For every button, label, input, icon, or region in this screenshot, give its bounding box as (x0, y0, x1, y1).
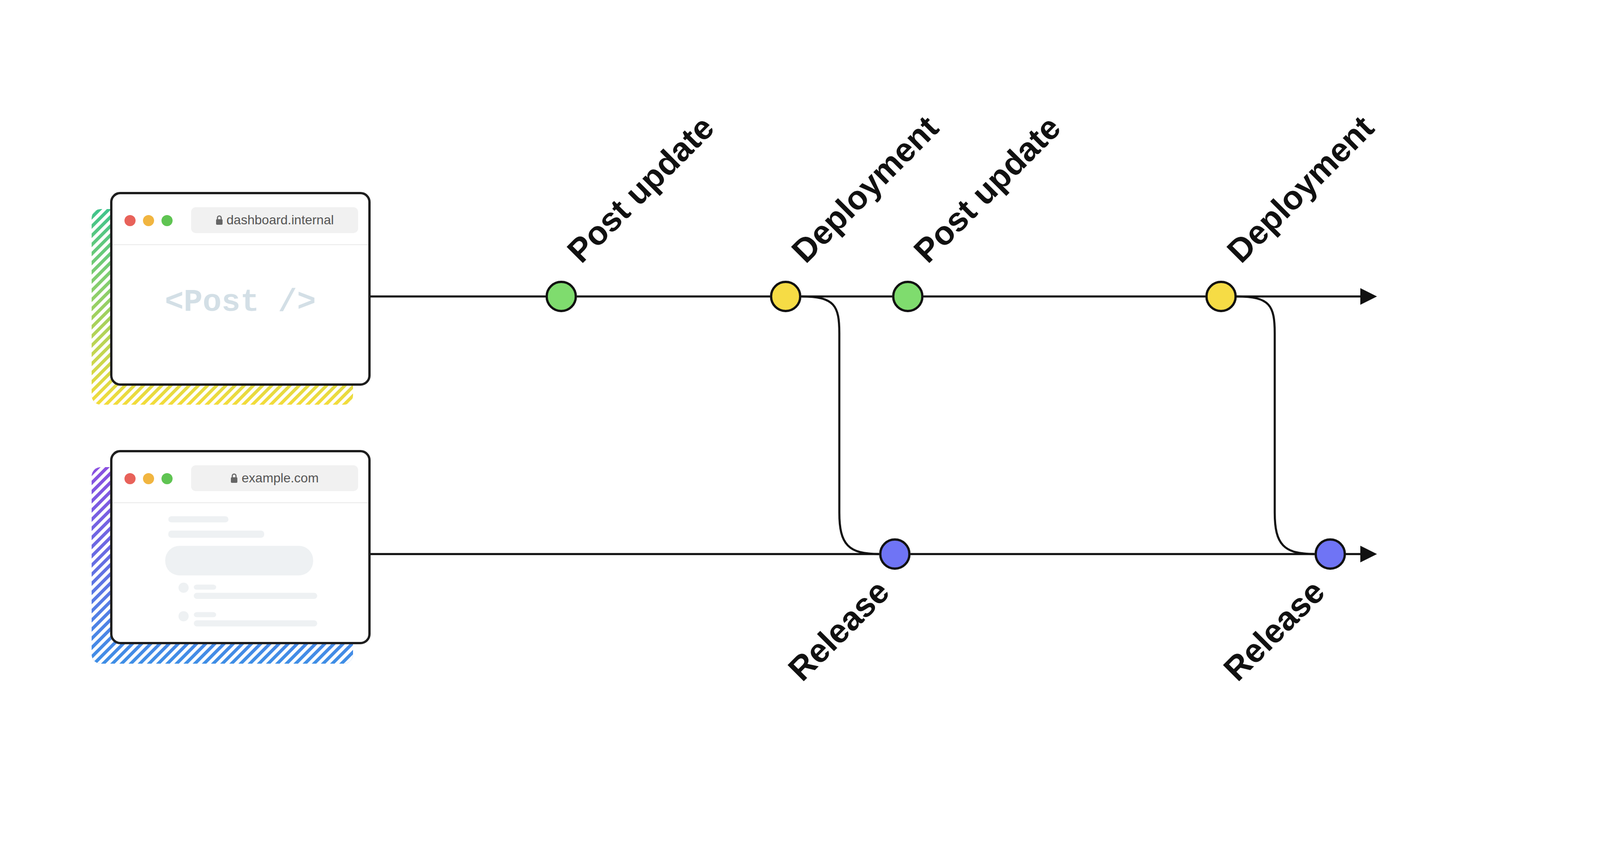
url-text: dashboard.internal (226, 212, 335, 228)
timeline-connector (370, 295, 546, 298)
timeline-tail (1236, 296, 1363, 555)
window-dot (124, 473, 136, 485)
timeline-connector (801, 296, 880, 555)
url-bar: dashboard.internal (191, 207, 359, 234)
event-dot: Release (1314, 538, 1346, 571)
event-dot: Deployment (769, 280, 802, 313)
arrowhead (1360, 288, 1377, 563)
timeline-connector (576, 295, 770, 298)
url-text: example.com (241, 471, 319, 486)
lock-icon (230, 473, 238, 484)
event-label: Post update (561, 110, 720, 269)
code-text: <Post /> (112, 284, 369, 321)
event-label: Release (782, 574, 895, 687)
timeline-connector (370, 553, 880, 556)
event-label: Release (1217, 574, 1331, 687)
browser-window: dashboard.internal <Post /> (110, 192, 371, 386)
timeline-connector (923, 295, 1206, 298)
browser-window: example.com (110, 450, 371, 645)
window-dot (142, 473, 155, 485)
timeline-connector (910, 553, 1315, 556)
event-dot: Deployment (1205, 280, 1237, 313)
title-bar: dashboard.internal (112, 194, 369, 246)
window-dot (124, 215, 136, 227)
event-dot: Post update (545, 280, 577, 313)
window-dot (142, 215, 155, 227)
timeline-connector (1236, 296, 1315, 555)
event-dot: Release (879, 538, 911, 571)
window-dot (161, 473, 173, 485)
window-dot (161, 215, 173, 227)
event-label: Deployment (1221, 110, 1380, 269)
event-dot: Post update (892, 280, 924, 313)
title-bar: example.com (112, 452, 369, 504)
lock-icon (215, 215, 224, 226)
url-bar: example.com (191, 465, 359, 492)
